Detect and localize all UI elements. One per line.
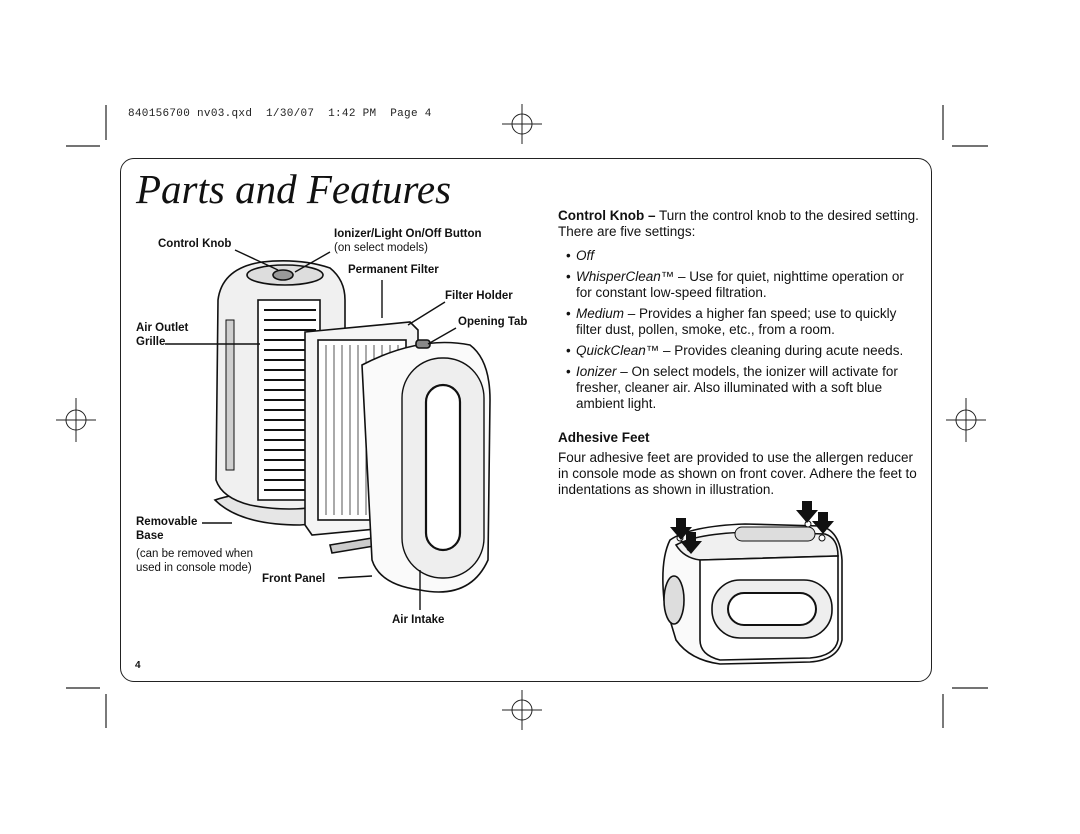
down-arrow-icon bbox=[812, 512, 834, 534]
setting-item: •Ionizer – On select models, the ionizer… bbox=[566, 364, 898, 411]
setting-name: Ionizer bbox=[576, 364, 617, 379]
down-arrow-icon bbox=[796, 501, 818, 523]
label-base-note-1: (can be removed when bbox=[136, 548, 253, 560]
control-knob-intro: Control Knob – Turn the control knob to … bbox=[558, 208, 923, 240]
registration-target-top bbox=[502, 104, 542, 144]
label-grille: Grille bbox=[136, 336, 166, 348]
setting-item: •Medium – Provides a higher fan speed; u… bbox=[566, 306, 897, 337]
control-knob-heading: Control Knob – bbox=[558, 208, 656, 223]
down-arrow-icon bbox=[680, 532, 702, 554]
crop-marks bbox=[66, 105, 988, 728]
page-frame bbox=[120, 158, 932, 682]
label-permanent-filter: Permanent Filter bbox=[348, 264, 439, 276]
control-knob-section: Control Knob – Turn the control knob to … bbox=[558, 208, 923, 417]
registration-target-bottom bbox=[502, 690, 542, 730]
setting-desc: – Provides cleaning during acute needs. bbox=[659, 343, 904, 358]
adhesive-feet-section: Adhesive Feet Four adhesive feet are pro… bbox=[558, 430, 923, 498]
label-control-knob: Control Knob bbox=[158, 238, 232, 250]
label-base-note-2: used in console mode) bbox=[136, 562, 252, 574]
setting-desc: – Use for quiet, nighttime operation or … bbox=[576, 269, 904, 300]
setting-item: •QuickClean™ – Provides cleaning during … bbox=[566, 343, 904, 358]
label-air-intake: Air Intake bbox=[392, 614, 445, 626]
setting-desc: – On select models, the ionizer will act… bbox=[576, 364, 898, 411]
printer-slug-line: 840156700 nv03.qxd 1/30/07 1:42 PM Page … bbox=[128, 108, 432, 120]
control-knob-intro-text: Turn the control knob to the desired set… bbox=[558, 208, 919, 239]
down-arrow-icon bbox=[670, 518, 692, 540]
label-ionizer-button: Ionizer/Light On/Off Button bbox=[334, 228, 482, 240]
adhesive-feet-text: Four adhesive feet are provided to use t… bbox=[558, 450, 917, 497]
label-removable: Removable bbox=[136, 516, 198, 528]
label-filter-holder: Filter Holder bbox=[445, 290, 513, 302]
page-title: Parts and Features bbox=[136, 166, 452, 212]
label-opening-tab: Opening Tab bbox=[458, 316, 528, 328]
registration-target-left bbox=[56, 398, 96, 442]
setting-name: Off bbox=[576, 248, 595, 263]
registration-target-right bbox=[946, 398, 986, 442]
label-base: Base bbox=[136, 530, 164, 542]
setting-name: WhisperClean™ bbox=[576, 269, 675, 284]
label-front-panel: Front Panel bbox=[262, 573, 326, 585]
label-air-outlet: Air Outlet bbox=[136, 322, 189, 334]
setting-name: QuickClean™ bbox=[576, 343, 660, 358]
adhesive-feet-heading: Adhesive Feet bbox=[558, 430, 650, 445]
setting-item: •WhisperClean™ – Use for quiet, nighttim… bbox=[566, 269, 904, 300]
setting-item: •Off bbox=[566, 248, 595, 263]
console-mode-illustration bbox=[662, 520, 843, 665]
arrow-icons bbox=[670, 501, 834, 554]
setting-name: Medium bbox=[576, 306, 625, 321]
page-number: 4 bbox=[135, 660, 141, 671]
leader-lines bbox=[165, 249, 457, 610]
setting-desc: – Provides a higher fan speed; use to qu… bbox=[576, 306, 897, 337]
air-purifier-exploded-illustration bbox=[213, 260, 491, 593]
label-ionizer-note: (on select models) bbox=[334, 242, 428, 254]
